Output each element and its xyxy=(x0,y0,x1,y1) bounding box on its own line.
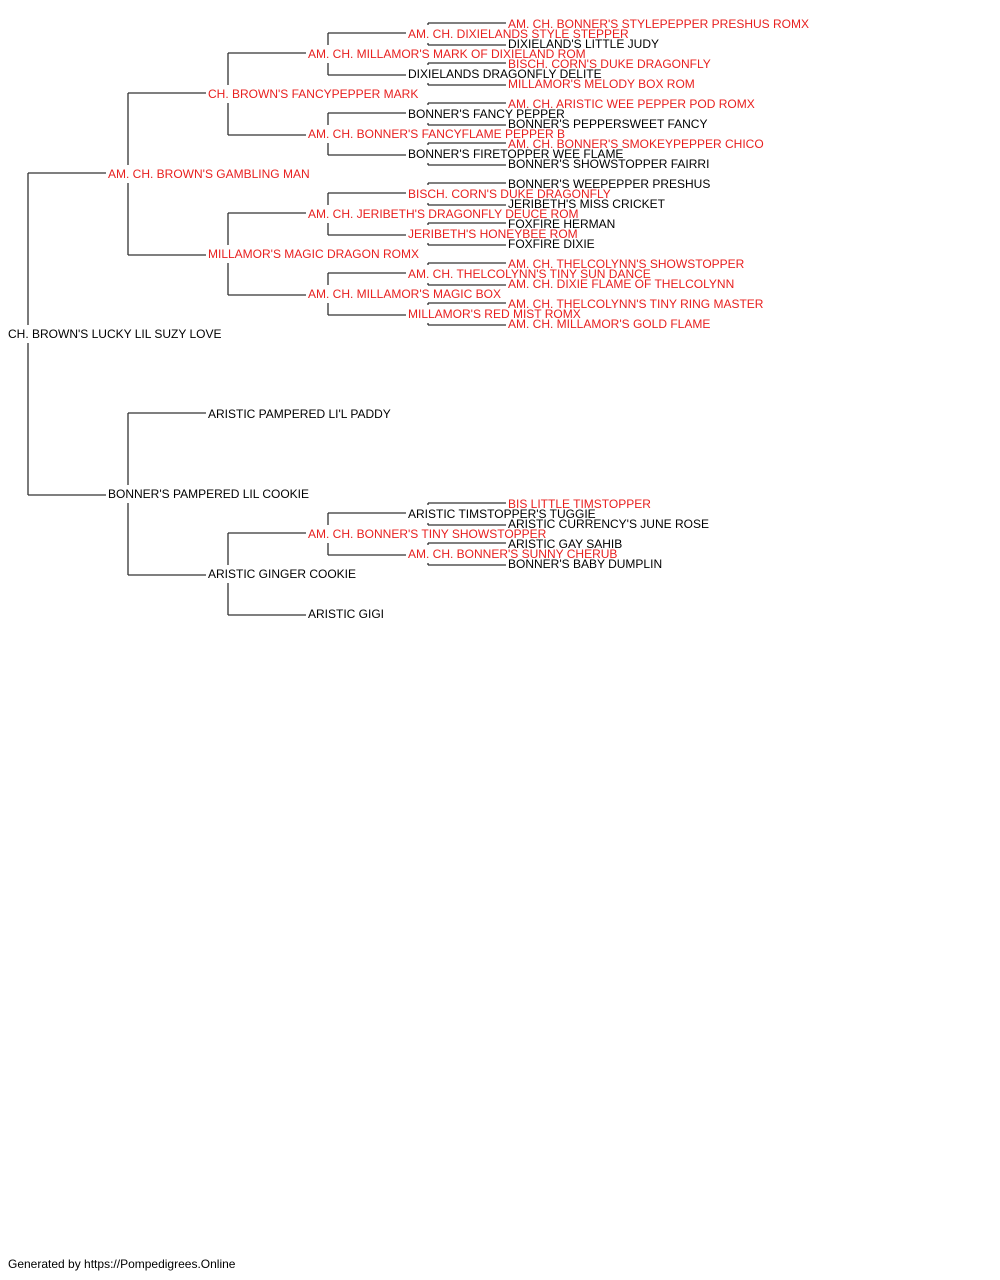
pedigree-name: BISCH. CORN'S DUKE DRAGONFLY xyxy=(508,57,711,71)
pedigree-name: MILLAMOR'S RED MIST ROMX xyxy=(408,307,581,321)
pedigree-name: AM. CH. DIXIELANDS STYLE STEPPER xyxy=(408,27,629,41)
pedigree-name: BONNER'S BABY DUMPLIN xyxy=(508,557,662,571)
pedigree-name: FOXFIRE DIXIE xyxy=(508,237,595,251)
pedigree-name: ARISTIC PAMPERED LI'L PADDY xyxy=(208,407,391,421)
pedigree-name: CH. BROWN'S FANCYPEPPER MARK xyxy=(208,87,418,101)
pedigree-name: ARISTIC GIGI xyxy=(308,607,384,621)
pedigree-name: ARISTIC GINGER COOKIE xyxy=(208,567,356,581)
pedigree-name: AM. CH. BONNER'S SUNNY CHERUB xyxy=(408,547,617,561)
pedigree-name: FOXFIRE HERMAN xyxy=(508,217,615,231)
pedigree-name: BONNER'S SHOWSTOPPER FAIRRI xyxy=(508,157,709,171)
pedigree-name: AM. CH. BROWN'S GAMBLING MAN xyxy=(108,167,310,181)
pedigree-name: AM. CH. THELCOLYNN'S TINY RING MASTER xyxy=(508,297,764,311)
pedigree-name: MILLAMOR'S MAGIC DRAGON ROMX xyxy=(208,247,419,261)
pedigree-name: AM. CH. BONNER'S FANCYFLAME PEPPER B xyxy=(308,127,565,141)
pedigree-name: AM. CH. BONNER'S STYLEPEPPER PRESHUS ROM… xyxy=(508,17,809,31)
pedigree-name: ARISTIC TIMSTOPPER'S TUGGIE xyxy=(408,507,596,521)
pedigree-name: AM. CH. MILLAMOR'S GOLD FLAME xyxy=(508,317,710,331)
pedigree-name: AM. CH. THELCOLYNN'S SHOWSTOPPER xyxy=(508,257,745,271)
pedigree-name: AM. CH. MILLAMOR'S MARK OF DIXIELAND ROM xyxy=(308,47,586,61)
pedigree-name: BISCH. CORN'S DUKE DRAGONFLY xyxy=(408,187,611,201)
pedigree-name: DIXIELAND'S LITTLE JUDY xyxy=(508,37,659,51)
pedigree-name: AM. CH. DIXIE FLAME OF THELCOLYNN xyxy=(508,277,734,291)
pedigree-name: ARISTIC CURRENCY'S JUNE ROSE xyxy=(508,517,709,531)
pedigree-name: BONNER'S PEPPERSWEET FANCY xyxy=(508,117,707,131)
pedigree-name: AM. CH. ARISTIC WEE PEPPER POD ROMX xyxy=(508,97,755,111)
pedigree-name: DIXIELANDS DRAGONFLY DELITE xyxy=(408,67,602,81)
pedigree-tree: CH. BROWN'S LUCKY LIL SUZY LOVE AM. CH. B… xyxy=(8,17,809,621)
pedigree-name: AM. CH. BONNER'S TINY SHOWSTOPPER xyxy=(308,527,547,541)
pedigree-name: AM. CH. THELCOLYNN'S TINY SUN DANCE xyxy=(408,267,651,281)
pedigree-name: CH. BROWN'S LUCKY LIL SUZY LOVE xyxy=(8,327,221,341)
generator-credit: Generated by https://Pompedigrees.Online xyxy=(8,1257,236,1271)
pedigree-name: AM. CH. BONNER'S SMOKEYPEPPER CHICO xyxy=(508,137,764,151)
pedigree-name: BONNER'S PAMPERED LIL COOKIE xyxy=(108,487,309,501)
pedigree-name: BONNER'S FANCY PEPPER xyxy=(408,107,565,121)
pedigree-name: AM. CH. JERIBETH'S DRAGONFLY DEUCE ROM xyxy=(308,207,579,221)
pedigree-name: ARISTIC GAY SAHIB xyxy=(508,537,622,551)
pedigree-name: JERIBETH'S MISS CRICKET xyxy=(508,197,666,211)
pedigree-name: BONNER'S FIRETOPPER WEE FLAME xyxy=(408,147,623,161)
pedigree-name: BIS LITTLE TIMSTOPPER xyxy=(508,497,651,511)
pedigree-name: JERIBETH'S HONEYBEE ROM xyxy=(408,227,578,241)
pedigree-name: MILLAMOR'S MELODY BOX ROM xyxy=(508,77,695,91)
pedigree-name: BONNER'S WEEPEPPER PRESHUS xyxy=(508,177,710,191)
pedigree-name: AM. CH. MILLAMOR'S MAGIC BOX xyxy=(308,287,501,301)
